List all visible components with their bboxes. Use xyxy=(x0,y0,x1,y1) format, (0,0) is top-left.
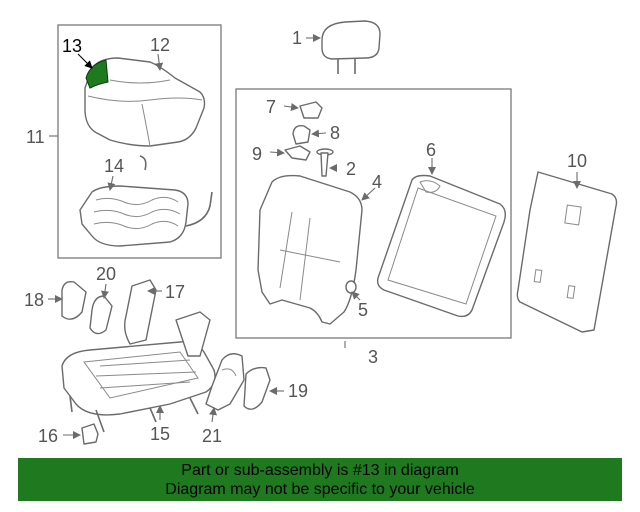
callout-4: 4 xyxy=(372,172,382,192)
callout-12: 12 xyxy=(150,35,170,55)
part-8-guide[interactable] xyxy=(292,124,311,145)
info-banner: Part or sub-assembly is #13 in diagram D… xyxy=(18,458,622,501)
callout-7: 7 xyxy=(266,97,276,117)
trim-panel-part[interactable] xyxy=(516,171,618,333)
seat-cushion-part[interactable] xyxy=(84,57,206,147)
callout-14: 14 xyxy=(104,156,124,176)
callout-8: 8 xyxy=(330,123,340,143)
part-17-recliner[interactable] xyxy=(123,279,157,345)
callout-10: 10 xyxy=(567,151,587,171)
seat-back-part[interactable] xyxy=(257,174,363,325)
banner-line-1: Part or sub-assembly is #13 in diagram xyxy=(181,462,459,479)
callout-2: 2 xyxy=(346,159,356,179)
callout-16: 16 xyxy=(38,426,58,446)
callout-5: 5 xyxy=(358,300,368,320)
callout-9: 9 xyxy=(252,144,262,164)
part-7-clip[interactable] xyxy=(299,101,323,119)
part-19-cover[interactable] xyxy=(243,366,271,410)
headrest-part[interactable] xyxy=(321,20,381,74)
callout-6: 6 xyxy=(426,140,436,160)
callout-18: 18 xyxy=(24,290,44,310)
banner-line-2: Diagram may not be specific to your vehi… xyxy=(165,481,475,498)
callout-20: 20 xyxy=(96,264,116,284)
seat-cushion-group-box xyxy=(57,24,222,259)
callout-11: 11 xyxy=(26,127,45,147)
seat-frame-part[interactable] xyxy=(61,341,216,433)
part-2-guide-rod[interactable] xyxy=(316,148,334,177)
callout-15: 15 xyxy=(150,424,170,444)
seat-back-board-part[interactable] xyxy=(376,174,507,318)
callout-19: 19 xyxy=(288,381,308,401)
part-9-bracket[interactable] xyxy=(284,145,311,161)
part-18-cover[interactable] xyxy=(61,280,87,320)
callout-13: 13 xyxy=(62,36,82,56)
callout-3: 3 xyxy=(368,347,378,367)
callout-1: 1 xyxy=(292,28,302,48)
cushion-frame-part[interactable] xyxy=(79,155,213,247)
recliner-right-side[interactable] xyxy=(175,311,211,357)
callout-17: 17 xyxy=(165,282,185,302)
part-20-cover[interactable] xyxy=(89,295,113,335)
highlighted-part-13[interactable] xyxy=(85,59,109,89)
part-16-cap[interactable] xyxy=(81,423,99,445)
callout-21: 21 xyxy=(202,426,222,446)
seat-back-group-box xyxy=(235,88,512,339)
